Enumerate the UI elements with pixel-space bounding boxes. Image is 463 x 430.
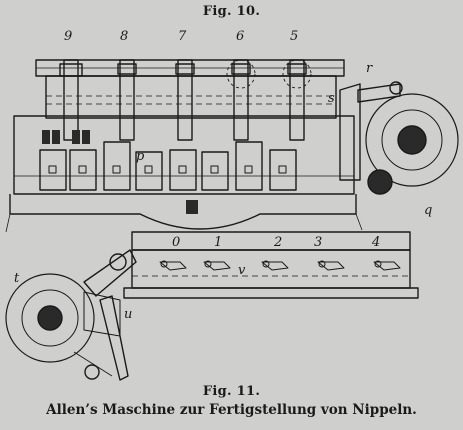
- fig11-head-1-label: 1: [214, 235, 222, 250]
- fig11-label-v: v: [238, 263, 246, 278]
- fig11-tool-heads: [159, 260, 401, 271]
- fig10-lever: [357, 83, 401, 103]
- fig11-head-numbers: 0 1 2 3 4: [172, 235, 380, 250]
- fig10-label-r: r: [366, 61, 373, 76]
- fig11-wheel: [5, 273, 95, 363]
- figure-caption: Allen’s Maschine zur Fertigstellung von …: [46, 402, 417, 418]
- fig10-post-8-label: 8: [120, 29, 128, 44]
- fig10-post-9-label: 9: [64, 29, 72, 44]
- fig11-head-2-label: 2: [273, 235, 282, 250]
- fig10-post-numbers: 9 8 7 6 5: [64, 29, 298, 44]
- fig10-label-p: p: [136, 149, 145, 164]
- fig10-post-6-label: 6: [236, 29, 244, 44]
- fig11-head-3-label: 3: [314, 235, 322, 250]
- fig10-post-5-label: 5: [290, 29, 298, 44]
- fig11-label-u: u: [124, 307, 132, 322]
- fig10-slide-plate: [45, 75, 337, 119]
- figure-10-title: Fig. 10.: [202, 4, 261, 19]
- fig11-head-0-label: 0: [172, 235, 180, 250]
- fig11-head-4-label: 4: [371, 235, 380, 250]
- fig11-label-t: t: [14, 271, 20, 286]
- fig10-base: [9, 194, 357, 230]
- fig10-label-s: s: [328, 91, 335, 106]
- fig11-base-rail: [123, 287, 419, 299]
- fig10-roller: [367, 169, 393, 195]
- fig10-label-q: q: [424, 203, 432, 218]
- fig10-tool-posts: [59, 59, 307, 141]
- fig10-frame: [13, 115, 355, 195]
- fig10-post-7-label: 7: [178, 29, 187, 44]
- fig11-lever: [83, 249, 137, 297]
- fig10-cam-blocks: [39, 141, 297, 191]
- fig10-end-bracket: [339, 83, 361, 181]
- figure-11-title: Fig. 11.: [202, 384, 261, 399]
